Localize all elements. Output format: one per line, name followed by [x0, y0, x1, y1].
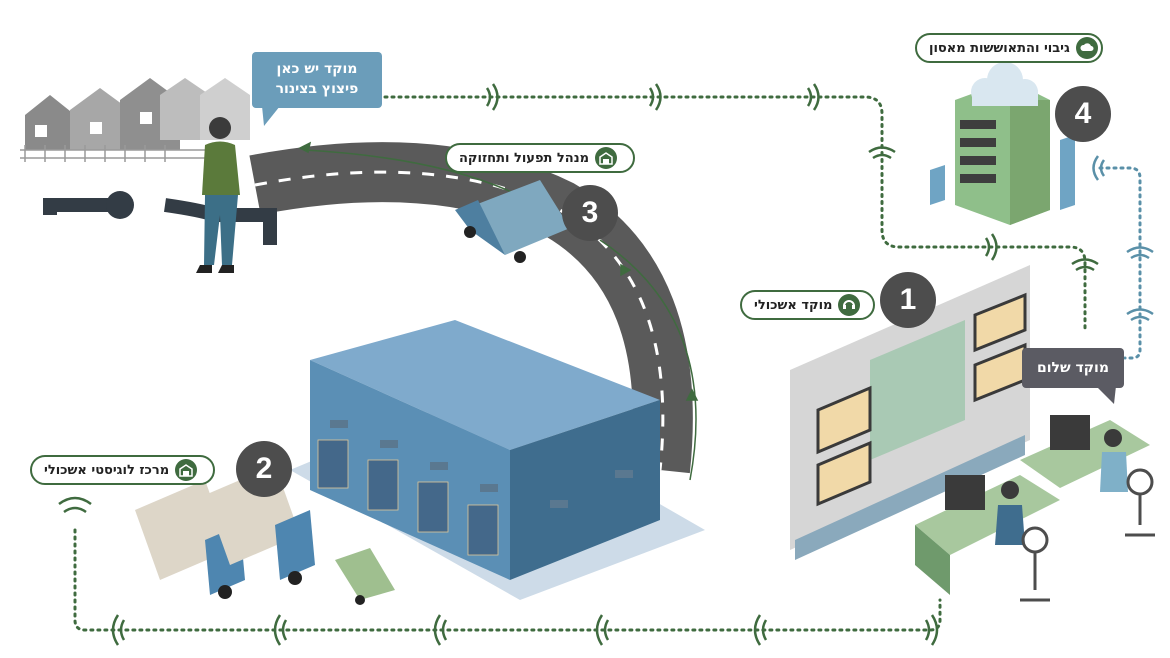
label-logistics-text: מרכז לוגיסטי אשכולי [44, 462, 170, 478]
step-number-1: 1 [880, 272, 936, 328]
pipe [43, 198, 277, 245]
valve-icon [106, 191, 134, 219]
van-icon [455, 180, 570, 263]
wifi-icon [58, 83, 1154, 646]
resident-bubble-tail [262, 106, 280, 126]
operator-speech-bubble: מוקד שלום [1022, 348, 1124, 388]
resident-figure [196, 117, 240, 273]
label-maintenance: מנהל תפעול ותחזוקה [445, 143, 635, 173]
label-backup-text: גיבוי והתאוששות מאסון [929, 40, 1070, 56]
operator-bubble-tail [1096, 386, 1116, 404]
server-building [930, 80, 1075, 225]
cloud-icon [971, 62, 1038, 106]
label-maintenance-text: מנהל תפעול ותחזוקה [459, 150, 590, 166]
operators [915, 415, 1155, 602]
label-call-center: מוקד אשכולי [740, 290, 875, 320]
blue-link [1098, 166, 1142, 360]
headset-icon [838, 294, 861, 316]
network-lines [73, 95, 1087, 632]
warehouse-icon [175, 459, 198, 481]
resident-speech-bubble: מוקד יש כאן פיצוץ בצינור [252, 52, 382, 108]
operator-speech-text: מוקד שלום [1037, 360, 1109, 376]
resident-speech-line1: מוקד יש כאן [276, 61, 358, 77]
cloud-sync-icon [1075, 37, 1098, 59]
control-room-wall [790, 265, 1030, 560]
step-number-4: 4 [1055, 86, 1111, 142]
road [249, 142, 693, 474]
label-backup: גיבוי והתאוששות מאסון [915, 33, 1103, 63]
warehouse-building [290, 320, 705, 600]
label-logistics: מרכז לוגיסטי אשכולי [30, 455, 215, 485]
label-call-center-text: מוקד אשכולי [754, 297, 833, 313]
step-number-2: 2 [236, 441, 292, 497]
maintenance-icon [595, 147, 618, 169]
resident-speech-line2: פיצוץ בצינור [275, 81, 359, 97]
step-number-3: 3 [562, 185, 618, 241]
